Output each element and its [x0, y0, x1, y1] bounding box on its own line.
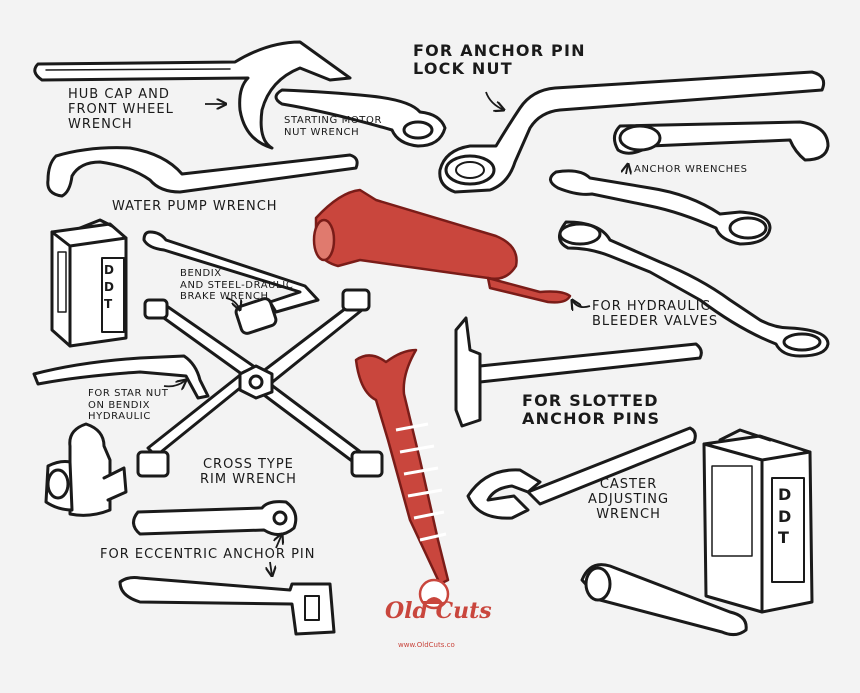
water-pump-label: WATER PUMP WRENCH [112, 199, 278, 214]
screw-icon [354, 348, 450, 586]
hub-cap-label: HUB CAP AND FRONT WHEEL WRENCH [68, 87, 174, 132]
caster-wrench-icon [466, 426, 697, 520]
cross-rim-wrench-icon [136, 288, 384, 478]
anchor-pin-lock-nut-label: FOR ANCHOR PIN LOCK NUT [413, 41, 586, 79]
old-cuts-url: www.OldCuts.co [398, 641, 455, 649]
grease-gun-icon [312, 188, 572, 304]
starting-motor-wrench-icon [274, 88, 447, 148]
ddt-can-icon [50, 218, 128, 348]
can-label-right: DDT [778, 485, 792, 548]
star-nut-label: FOR STAR NUT ON BENDIX HYDRAULIC [88, 388, 169, 422]
old-cuts-logo-icon [418, 578, 450, 610]
starting-motor-label: STARTING MOTOR NUT WRENCH [284, 115, 383, 138]
old-cuts-logo: Old Cuts [385, 598, 492, 624]
caster-label: CASTER ADJUSTING WRENCH [588, 477, 670, 522]
hub-cap-wrench-icon [33, 40, 352, 150]
anchor-pin-lock-nut-wrench-icon [438, 70, 826, 194]
cross-type-label: CROSS TYPE RIM WRENCH [200, 457, 297, 487]
eccentric-anchor-wrench-icon [132, 500, 298, 536]
anchor-wrenches-label: ANCHOR WRENCHES [634, 164, 748, 175]
can-label-left: DDT [104, 263, 115, 311]
anchor-wrench-icon [549, 120, 830, 246]
bendix-brake-label: BENDIX AND STEEL-DRAULIC BRAKE WRENCH [180, 268, 294, 302]
hydraulic-bleeder-label: FOR HYDRAULIC BLEEDER VALVES [592, 299, 719, 329]
eccentric-anchor-wrench-icon [118, 576, 336, 636]
oil-can-icon [44, 422, 128, 517]
slotted-anchor-label: FOR SLOTTED ANCHOR PINS [522, 391, 661, 429]
eccentric-label: FOR ECCENTRIC ANCHOR PIN [100, 547, 316, 562]
bendix-brake-wrench-icon [142, 230, 320, 335]
ddt-can-icon [702, 428, 814, 614]
star-nut-wrench-icon [32, 354, 210, 400]
water-pump-wrench-icon [46, 146, 359, 198]
slotted-pin-hammer-icon [454, 316, 703, 428]
hydraulic-bleeder-wrench-icon [558, 220, 830, 358]
grease-gun-icon [580, 563, 748, 637]
